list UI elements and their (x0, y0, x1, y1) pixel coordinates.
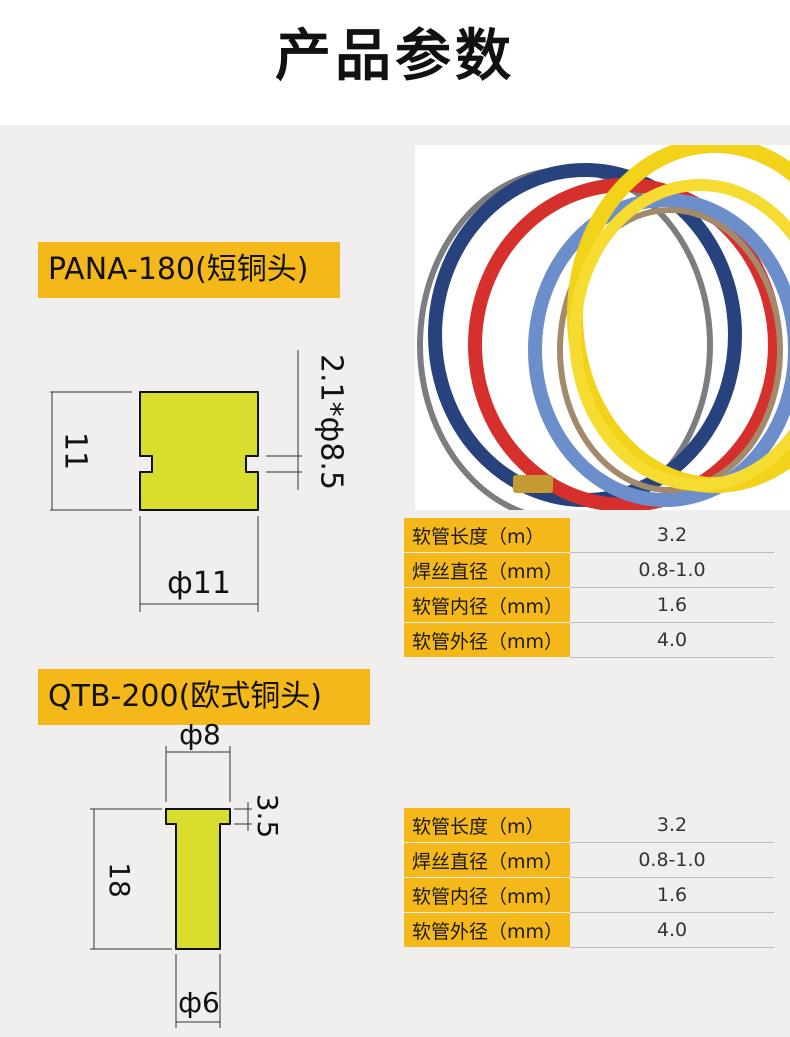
qtb-200-diagram: ф8 3.5 18 ф6 (90, 718, 284, 1028)
table-row: 软管外径（mm） 4.0 (404, 622, 774, 658)
spec-key: 软管内径（mm） (404, 587, 570, 623)
table-row: 软管内径（mm） 1.6 (404, 587, 774, 623)
spec-value: 0.8-1.0 (570, 842, 774, 878)
spec-value: 4.0 (570, 912, 774, 948)
spec-value: 1.6 (570, 877, 774, 913)
spec-value: 3.2 (570, 518, 774, 553)
spec-key: 软管外径（mm） (404, 622, 570, 658)
spec-key: 软管长度（m） (404, 518, 570, 553)
table-row: 软管内径（mm） 1.6 (404, 877, 774, 913)
qtb-200-spec-table: 软管长度（m） 3.2 焊丝直径（mm） 0.8-1.0 软管内径（mm） 1.… (404, 808, 774, 948)
pana-180-label: PANA-180(短铜头) (38, 242, 340, 298)
header: 产品参数 (0, 0, 790, 125)
spec-key: 焊丝直径（mm） (404, 552, 570, 588)
qtb-200-flange-label: 3.5 (251, 794, 284, 839)
table-row: 软管长度（m） 3.2 (404, 808, 774, 843)
table-row: 软管长度（m） 3.2 (404, 518, 774, 553)
qtb-200-height-label: 18 (103, 862, 136, 898)
spec-key: 软管内径（mm） (404, 877, 570, 913)
table-row: 软管外径（mm） 4.0 (404, 912, 774, 948)
spec-key: 软管长度（m） (404, 808, 570, 843)
table-row: 焊丝直径（mm） 0.8-1.0 (404, 842, 774, 878)
table-row: 焊丝直径（mm） 0.8-1.0 (404, 552, 774, 588)
spec-value: 1.6 (570, 587, 774, 623)
pana-180-groove-label: 2.1*ф8.5 (314, 354, 349, 490)
pana-180-diameter-label: ф11 (167, 566, 231, 601)
spec-key: 软管外径（mm） (404, 912, 570, 948)
pana-180-height-label: 11 (58, 432, 93, 470)
qtb-200-copper-tip-shape (165, 808, 231, 950)
qtb-200-diameter-label: ф6 (178, 986, 220, 1019)
pana-180-spec-table: 软管长度（m） 3.2 焊丝直径（mm） 0.8-1.0 软管内径（mm） 1.… (404, 518, 774, 658)
spec-value: 0.8-1.0 (570, 552, 774, 588)
spec-key: 焊丝直径（mm） (404, 842, 570, 878)
qtb-200-label: QTB-200(欧式铜头) (38, 669, 370, 725)
page-title: 产品参数 (275, 24, 515, 89)
spec-value: 4.0 (570, 622, 774, 658)
spec-value: 3.2 (570, 808, 774, 843)
pana-180-copper-tip-shape (139, 391, 259, 511)
welding-hose-photo (415, 145, 790, 510)
qtb-200-top-diameter-label: ф8 (179, 718, 221, 751)
pana-180-diagram: 11 2.1*ф8.5 ф11 (50, 350, 349, 612)
